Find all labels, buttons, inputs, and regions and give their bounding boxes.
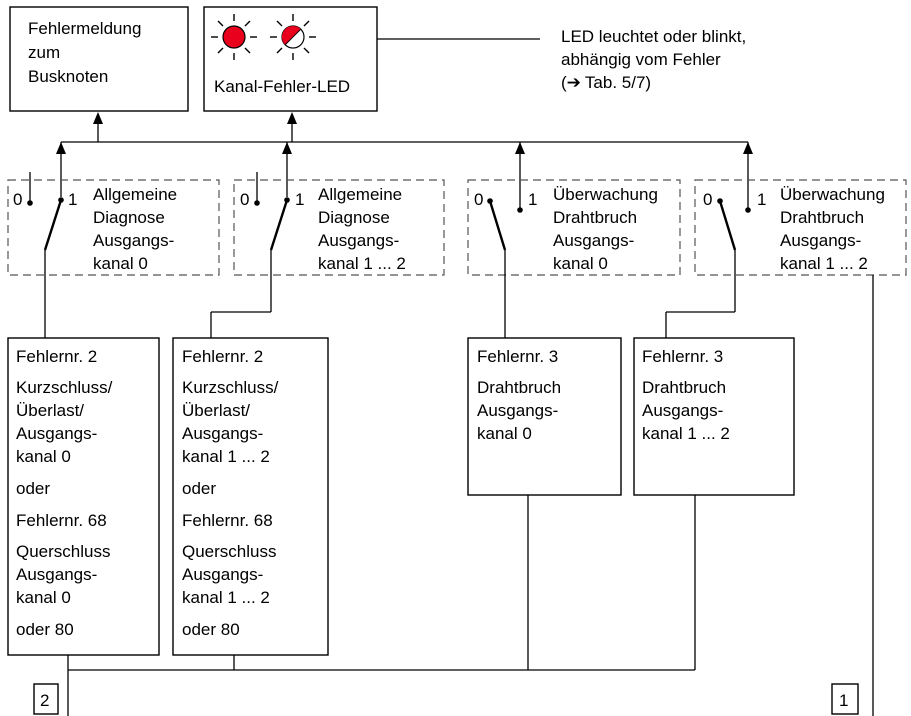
error-box-line: Fehlernr. 2 [16, 347, 97, 366]
switch-label-line: kanal 0 [93, 254, 148, 273]
error-box-line: Fehlernr. 2 [182, 347, 263, 366]
error-box-line: Querschluss [16, 542, 110, 561]
led-box [203, 6, 378, 112]
switch-group-frame [467, 179, 681, 276]
error-box-line: oder [16, 479, 50, 498]
callout-label: 1 [839, 691, 848, 710]
right-arrow-icon: ➔ [567, 73, 581, 92]
error-box-line: Drahtbruch [642, 378, 726, 397]
switch-group-frame [7, 179, 220, 276]
switch-label-line: Ausgangs- [93, 231, 174, 250]
bus-box-line-1: Fehlermeldung [28, 19, 141, 38]
led-blinking-icon [270, 14, 316, 60]
error-box-line: Kurzschluss/ [182, 378, 279, 397]
arrow-up-icon [56, 142, 66, 154]
arrow-up-icon [93, 112, 103, 124]
led-box-label: Kanal-Fehler-LED [214, 77, 350, 96]
switch-position-0: 0 [240, 190, 249, 209]
switch-group: 0 1 Allgemeine Diagnose Ausgangs- kanal … [210, 172, 445, 338]
arrow-up-icon [743, 142, 753, 154]
bus-box-line-2: zum [28, 43, 60, 62]
bus-box-line-3: Busknoten [28, 67, 108, 86]
switch-group: 0 1 Überwachung Drahtbruch Ausgangs- kan… [467, 179, 681, 338]
switch-label-line: Diagnose [318, 208, 390, 227]
callout-2 [33, 683, 59, 715]
arrow-up-icon [282, 142, 292, 154]
error-box-line: Überlast/ [182, 401, 250, 420]
error-box-line: oder 80 [182, 620, 240, 639]
switch-label-line: kanal 0 [553, 254, 608, 273]
arrow-up-icon [287, 112, 297, 124]
callout-1 [831, 683, 859, 715]
switch-lever [488, 200, 507, 251]
switch-position-1: 1 [757, 190, 766, 209]
error-box-line: Drahtbruch [477, 378, 561, 397]
switch-group: 0 1 Allgemeine Diagnose Ausgangs- kanal … [7, 172, 220, 342]
switch-position-1: 1 [68, 190, 77, 209]
switch-label-line: Ausgangs- [553, 231, 634, 250]
switch-label-line: Überwachung [780, 185, 885, 204]
error-box-line: Ausgangs- [642, 401, 723, 420]
switch-lever [43, 199, 63, 251]
switch-position-0: 0 [474, 190, 483, 209]
switch-label-line: Allgemeine [318, 185, 402, 204]
error-box-line: Ausgangs- [16, 424, 97, 443]
switch-label-line: Ausgangs- [780, 231, 861, 250]
error-box-line: Fehlernr. 3 [642, 347, 723, 366]
error-box-line: kanal 0 [16, 447, 71, 466]
switch-position-0: 0 [13, 190, 22, 209]
error-box-line: Ausgangs- [16, 565, 97, 584]
switch-position-1: 1 [528, 190, 537, 209]
error-box-line: oder 80 [16, 620, 74, 639]
led-on-icon [211, 14, 257, 60]
error-box-line: kanal 1 ... 2 [182, 447, 270, 466]
error-box-line: Querschluss [182, 542, 276, 561]
error-box-line: oder [182, 479, 216, 498]
error-box: Fehlernr. 2 Kurzschluss/ Überlast/ Ausga… [172, 337, 329, 656]
note-line-2: abhängig vom Fehler [561, 50, 721, 69]
error-box-line: Fehlernr. 68 [16, 511, 107, 530]
error-box-line: Fehlernr. 68 [182, 511, 273, 530]
note-line-3: (➔Tab. 5/7) [561, 73, 651, 92]
note-line-1: LED leuchtet oder blinkt, [561, 27, 746, 46]
error-box: Fehlernr. 3 Drahtbruch Ausgangs- kanal 1… [633, 337, 795, 496]
error-box: Fehlernr. 2 Kurzschluss/ Überlast/ Ausga… [7, 337, 160, 656]
switch-label-line: Drahtbruch [553, 208, 637, 227]
switch-position-1: 1 [295, 190, 304, 209]
switch-label-line: Diagnose [93, 208, 165, 227]
error-box: Fehlernr. 3 Drahtbruch Ausgangs- kanal 0 [467, 337, 622, 496]
error-box-line: Kurzschluss/ [16, 378, 113, 397]
error-box-line: kanal 1 ... 2 [642, 424, 730, 443]
switch-position-0: 0 [703, 190, 712, 209]
error-box-line: Fehlernr. 3 [477, 347, 558, 366]
callout-label: 2 [40, 691, 49, 710]
error-box-line: kanal 0 [16, 588, 71, 607]
bus-message-box [9, 6, 189, 112]
switch-label-line: Ausgangs- [318, 231, 399, 250]
error-box-line: kanal 1 ... 2 [182, 588, 270, 607]
switch-label-line: kanal 1 ... 2 [780, 254, 868, 273]
switch-group-frame [694, 179, 907, 276]
switch-label-line: Allgemeine [93, 185, 177, 204]
switch-group-frame [233, 179, 445, 276]
error-box-line: Ausgangs- [182, 424, 263, 443]
arrow-up-icon [515, 142, 525, 154]
switch-group: 0 1 Überwachung Drahtbruch Ausgangs- kan… [665, 179, 907, 338]
switch-label-line: kanal 1 ... 2 [318, 254, 406, 273]
switch-lever [718, 200, 737, 251]
switch-lever [269, 199, 289, 251]
error-box-line: Ausgangs- [182, 565, 263, 584]
error-box-line: kanal 0 [477, 424, 532, 443]
switch-label-line: Drahtbruch [780, 208, 864, 227]
switch-label-line: Überwachung [553, 185, 658, 204]
error-box-line: Überlast/ [16, 401, 84, 420]
error-box-line: Ausgangs- [477, 401, 558, 420]
